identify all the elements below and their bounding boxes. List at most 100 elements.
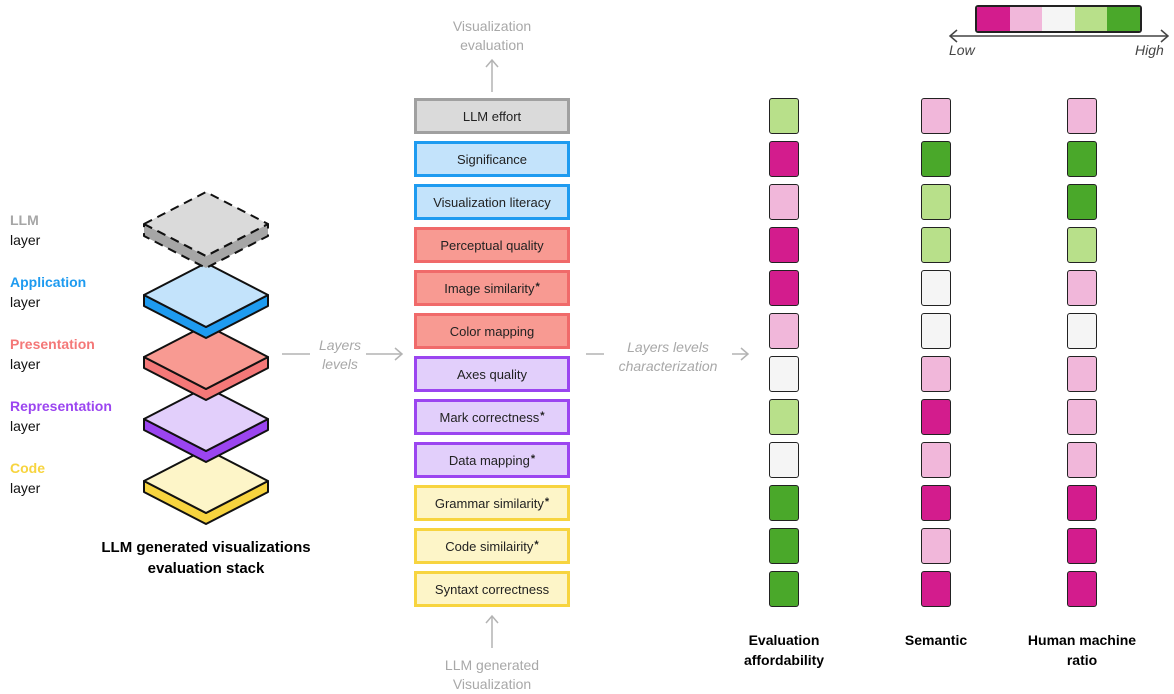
- matrix-cell: [1067, 485, 1097, 521]
- layer-stack-diagram: [143, 191, 269, 525]
- metric-box: Code similairity*: [414, 528, 570, 564]
- layer-title-representation: Representation: [10, 398, 112, 414]
- matrix-cell: [921, 528, 951, 564]
- matrix-cell: [921, 399, 951, 435]
- matrix-cell: [769, 313, 799, 349]
- matrix-cell: [921, 313, 951, 349]
- layer-sub-representation: layer: [10, 418, 41, 434]
- top-label-line2: evaluation: [460, 37, 524, 53]
- metric-box: Perceptual quality: [414, 227, 570, 263]
- metric-label: Image similarity: [444, 280, 535, 296]
- matrix-cell: [1067, 184, 1097, 220]
- scale-swatch-3: [1042, 7, 1075, 31]
- metric-label: Color mapping: [449, 323, 535, 339]
- legend-double-arrow-icon: [948, 29, 1170, 43]
- matrix-cell: [921, 356, 951, 392]
- matrix-cell: [769, 184, 799, 220]
- scale-legend: [975, 5, 1142, 33]
- matrix-cell: [769, 227, 799, 263]
- stack-caption-line1: LLM generated visualizations: [101, 539, 311, 556]
- legend-high-label: High: [1135, 42, 1164, 58]
- scale-swatch-4: [1074, 7, 1108, 31]
- matrix-cell: [1067, 442, 1097, 478]
- matrix-cell: [769, 270, 799, 306]
- metric-label: Perceptual quality: [440, 237, 544, 253]
- matrix-cell: [1067, 356, 1097, 392]
- matrix-cell: [769, 141, 799, 177]
- layer-sub-application: layer: [10, 294, 41, 310]
- metric-label: Mark correctness: [439, 409, 540, 425]
- layer-sub-llm: layer: [10, 232, 41, 248]
- stack-caption-line2: evaluation stack: [147, 560, 265, 577]
- column-title-affordability-line2: affordability: [743, 652, 825, 668]
- layers-levels-label-1: Layers: [318, 337, 362, 353]
- matrix-cell: [1067, 571, 1097, 607]
- matrix-cell: [769, 571, 799, 607]
- layer-sub-presentation: layer: [10, 356, 41, 372]
- metric-asterisk: *: [535, 281, 540, 293]
- bottom-label-line2: Visualization: [452, 676, 532, 692]
- legend-low-label: Low: [949, 42, 975, 58]
- bottom-arrow-icon: [485, 614, 499, 648]
- metric-label: Syntaxt correctness: [434, 581, 550, 597]
- metric-label: LLM effort: [462, 108, 522, 124]
- matrix-cell: [921, 270, 951, 306]
- layer-title-llm: LLM: [10, 212, 39, 228]
- top-label-line1: Visualization: [452, 18, 532, 34]
- metric-box: Data mapping*: [414, 442, 570, 478]
- matrix-cell: [1067, 98, 1097, 134]
- stack-llm-layer: [143, 191, 269, 269]
- metric-box: LLM effort: [414, 98, 570, 134]
- metric-box: Image similarity*: [414, 270, 570, 306]
- matrix-cell: [1067, 313, 1097, 349]
- matrix-cell: [1067, 141, 1097, 177]
- matrix-cell: [921, 227, 951, 263]
- metric-box: Syntaxt correctness: [414, 571, 570, 607]
- metric-label: Data mapping: [448, 452, 530, 468]
- characterization-label-2: characterization: [618, 358, 718, 374]
- metric-box: Mark correctness*: [414, 399, 570, 435]
- metric-label: Code similairity: [445, 538, 534, 554]
- metric-box: Color mapping: [414, 313, 570, 349]
- matrix-cell: [1067, 528, 1097, 564]
- column-title-human-machine-line1: Human machine: [1027, 632, 1137, 648]
- metric-box: Visualization literacy: [414, 184, 570, 220]
- metric-box: Significance: [414, 141, 570, 177]
- matrix-cell: [769, 98, 799, 134]
- metric-label: Grammar similarity: [434, 495, 544, 511]
- scale-swatch-1: [977, 7, 1010, 31]
- matrix-cell: [769, 442, 799, 478]
- bottom-label-line1: LLM generated: [444, 657, 540, 673]
- matrix-cell: [1067, 270, 1097, 306]
- column-title-affordability-line1: Evaluation: [748, 632, 820, 648]
- matrix-cell: [921, 442, 951, 478]
- column-title-semantic: Semantic: [904, 632, 968, 648]
- matrix-cell: [921, 184, 951, 220]
- metric-asterisk: *: [534, 539, 539, 551]
- layer-sub-code: layer: [10, 480, 41, 496]
- matrix-cell: [921, 98, 951, 134]
- stack-presentation-layer: [143, 324, 269, 401]
- matrix-cell: [769, 528, 799, 564]
- stack-application-layer: [143, 262, 269, 339]
- matrix-cell: [1067, 227, 1097, 263]
- stack-code-layer: [143, 448, 269, 525]
- scale-swatch-2: [1009, 7, 1043, 31]
- matrix-cell: [769, 399, 799, 435]
- metric-asterisk: *: [530, 453, 536, 465]
- top-arrow-icon: [485, 58, 499, 92]
- layers-levels-label-2: levels: [322, 356, 358, 372]
- scale-swatch-5: [1107, 7, 1140, 31]
- layer-title-application: Application: [10, 274, 87, 290]
- matrix-cell: [1067, 399, 1097, 435]
- layer-title-presentation: Presentation: [10, 336, 95, 352]
- layer-title-code: Code: [10, 460, 45, 476]
- metric-label: Significance: [456, 151, 528, 167]
- metric-asterisk: *: [544, 496, 550, 508]
- metric-box: Axes quality: [414, 356, 570, 392]
- matrix-cell: [921, 571, 951, 607]
- metric-asterisk: *: [540, 410, 545, 422]
- characterization-label-1: Layers levels: [627, 339, 709, 355]
- layers-levels-arrow-icon: [282, 347, 404, 361]
